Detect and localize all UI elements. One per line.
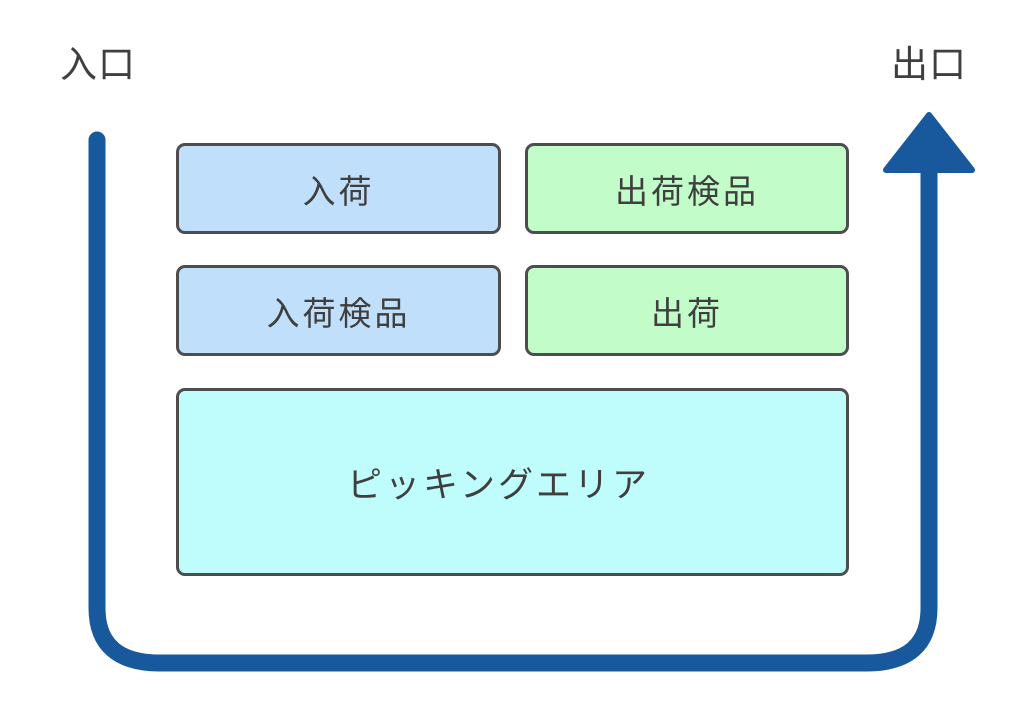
zone-outbound[interactable]: 出荷 [525,265,849,356]
zone-inbound-label: 入荷 [302,171,375,211]
exit-label: 出口 [891,43,967,86]
flow-arrowhead-icon [883,112,975,173]
entrance-label: 入口 [60,43,136,86]
zone-picking-area[interactable]: ピッキングエリア [176,388,849,576]
zone-picking-area-label: ピッキングエリア [347,465,650,506]
zone-inbound-check-label: 入荷検品 [266,293,411,333]
zone-inbound[interactable]: 入荷 [176,143,501,234]
zone-inbound-check[interactable]: 入荷検品 [176,265,501,356]
zone-outbound-check-label: 出荷検品 [615,171,759,211]
zone-outbound-check[interactable]: 出荷検品 [525,143,849,234]
zone-outbound-label: 出荷 [651,293,723,333]
flow-route-line [88,131,938,672]
